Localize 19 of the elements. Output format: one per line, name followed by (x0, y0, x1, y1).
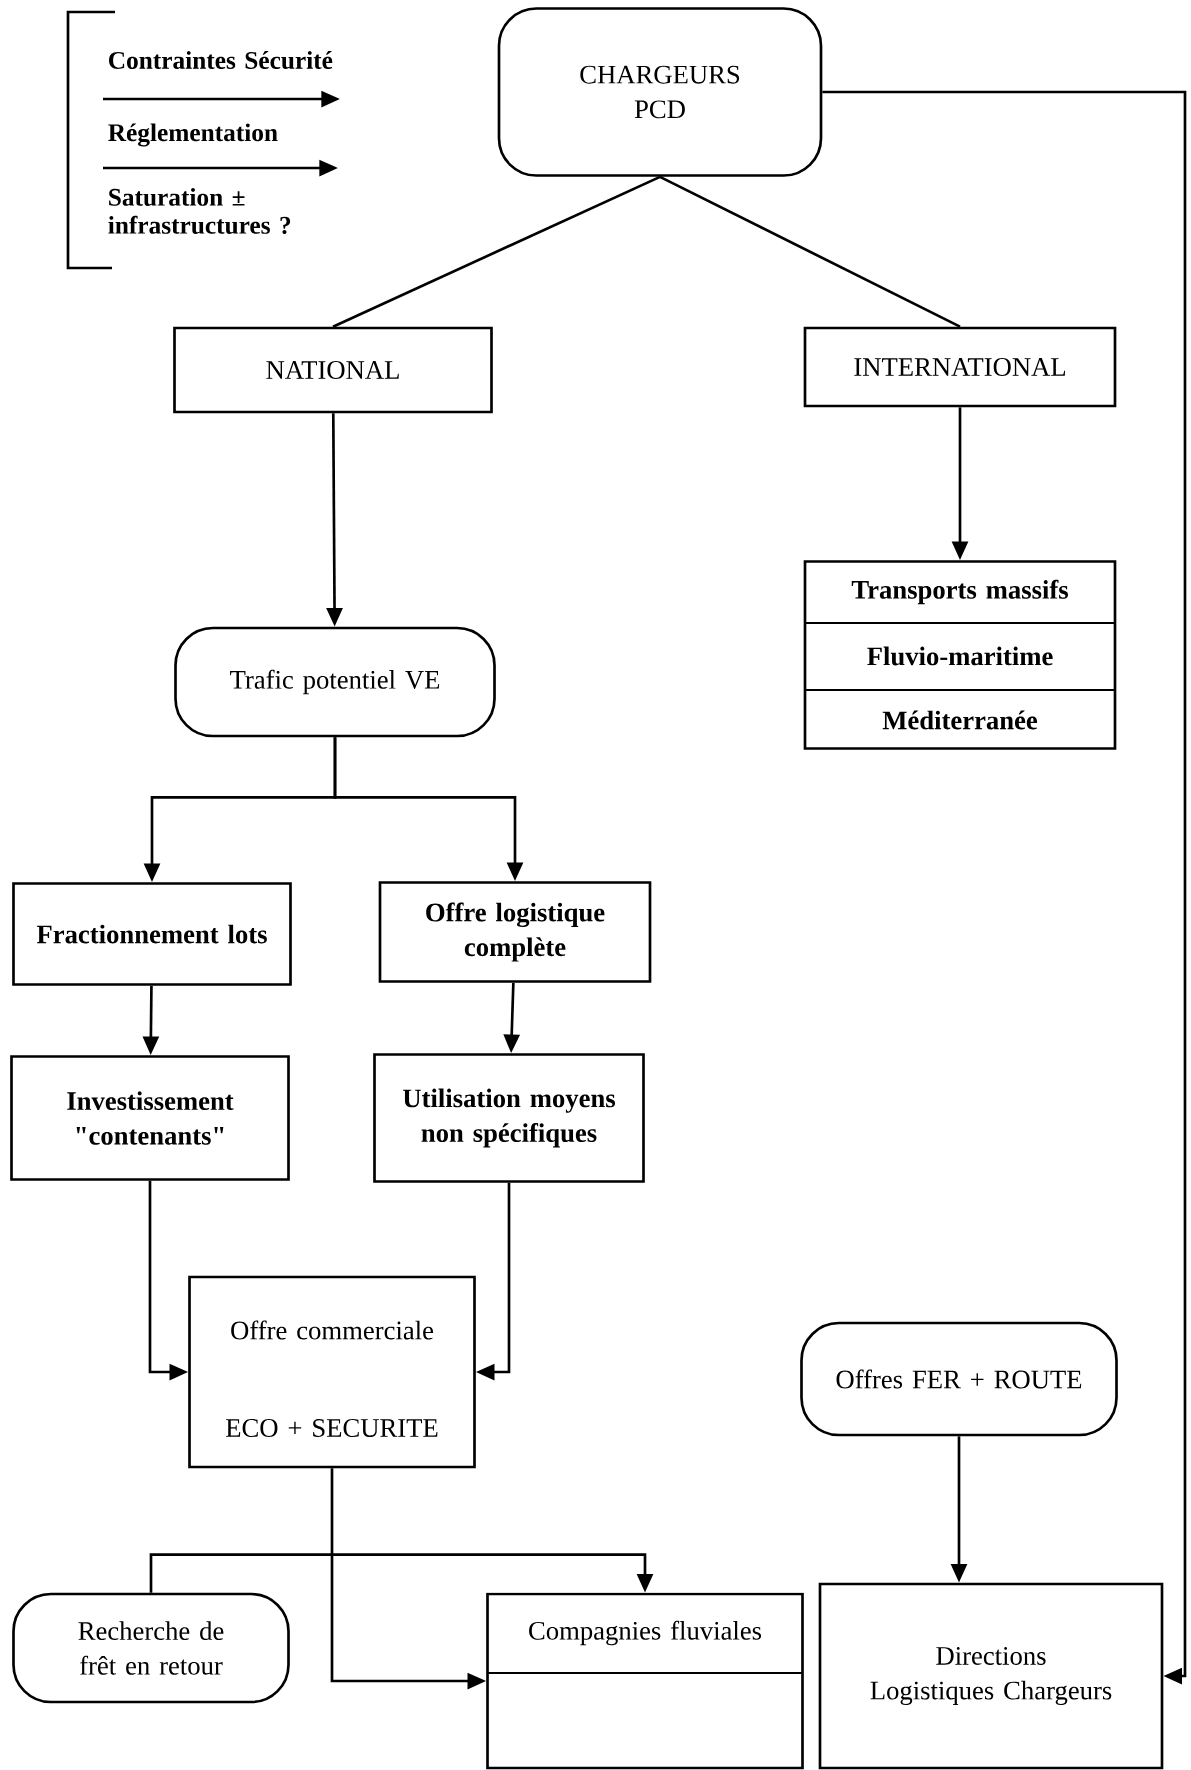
process-box: Fractionnement lots (12, 882, 292, 986)
process-box: Compagnies fluviales (486, 1592, 804, 1770)
rounded-box: CHARGEURS PCD (497, 7, 823, 177)
side-note: Saturation ± infrastructures ? (108, 188, 291, 234)
process-box: NATIONAL (173, 326, 493, 414)
rounded-box: Offres FER + ROUTE (800, 1321, 1118, 1437)
process-box: Directions Logistiques Chargeurs (818, 1582, 1164, 1770)
arrow (822, 90, 1187, 1685)
process-box: INTERNATIONAL (803, 326, 1117, 408)
side-note: Contraintes Sécurité (109, 51, 333, 69)
process-box: Investissement "contenants" (10, 1055, 290, 1181)
process-box: Utilisation moyens non spécifiques (373, 1053, 645, 1183)
process-box: Offre commerciale ECO + SECURITE (188, 1275, 476, 1469)
process-box: Offre logistique complète (378, 881, 652, 983)
side-note: Réglementation (108, 123, 278, 147)
arrow (149, 1553, 654, 1593)
rounded-box: Trafic potentiel VE (174, 626, 496, 738)
rounded-box: Recherche de frêt en retour (12, 1592, 290, 1704)
process-box: Transports massifs Fluvio-maritime Méditerranée (803, 560, 1117, 750)
